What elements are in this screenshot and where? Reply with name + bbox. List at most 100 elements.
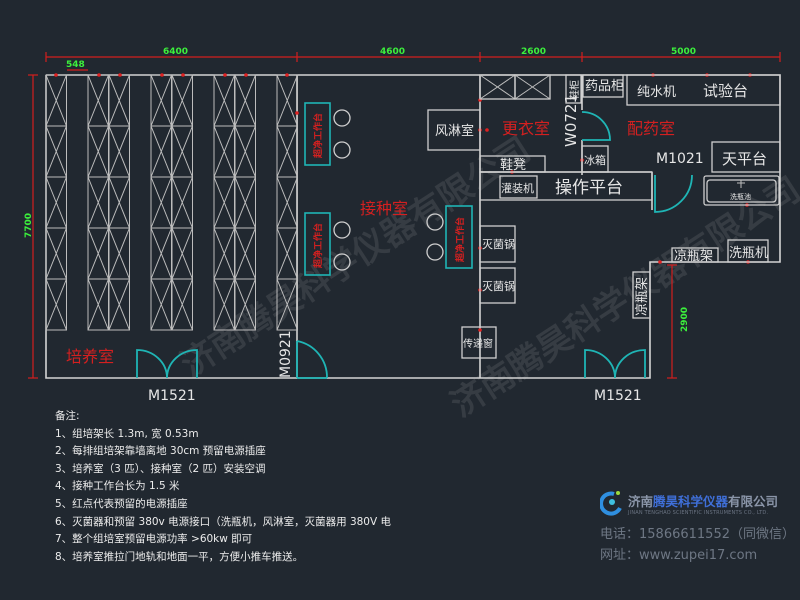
shelf-cell <box>276 227 298 280</box>
shelf-cell <box>234 74 256 127</box>
shelf-cell <box>171 74 193 127</box>
door-label-inoculation: M0921 <box>278 330 294 378</box>
note-item: 4、接种工作台长为 1.5 米 <box>55 480 180 493</box>
shelf-cell <box>213 74 235 127</box>
locker-boxes <box>479 74 551 100</box>
contact-info: 电话：15866611552（同微信） 网址：www.zupei17.com <box>600 524 795 566</box>
shelf-cell <box>87 125 109 178</box>
shelf-cell <box>108 176 130 229</box>
shelf-cell <box>276 125 298 178</box>
fridge: 冰箱 <box>584 153 606 167</box>
power-socket-dot <box>97 73 101 77</box>
air-shower: 风淋室 <box>435 123 474 139</box>
shelf-cell <box>234 125 256 178</box>
shelf-cell <box>213 176 235 229</box>
notes-title: 备注: <box>55 410 80 422</box>
clean-bench-1: 超净工作台 <box>304 102 351 166</box>
shelf-cell <box>171 227 193 280</box>
dimension-lines <box>28 52 781 379</box>
company-name-prefix: 济南 <box>628 494 654 509</box>
shelf-cell <box>234 278 256 331</box>
door-label-changing: W0721 <box>562 94 580 147</box>
power-socket-dot <box>160 73 164 77</box>
shelf-cell <box>213 227 235 280</box>
shelf-cell <box>150 176 172 229</box>
power-socket-dot <box>244 73 248 77</box>
dim-changing-width: 2600 <box>521 47 546 57</box>
power-socket-dot <box>658 260 662 264</box>
culture-shelves <box>45 74 298 331</box>
sterilizer-1: 灭菌锅 <box>482 238 515 251</box>
clean-bench-3: 超净工作台 <box>426 205 473 269</box>
power-socket-dot <box>285 73 289 77</box>
door-culture[interactable] <box>136 349 198 379</box>
shelf-cell <box>87 278 109 331</box>
note-item: 2、每排组培架靠墙离地 30cm 预留电源插座 <box>55 445 266 458</box>
shelf-cell <box>45 278 67 331</box>
shelf-cell <box>45 176 67 229</box>
power-socket-dot <box>295 111 299 115</box>
power-socket-dot <box>478 328 482 332</box>
shelf-cell <box>45 227 67 280</box>
wash-sink: 洗瓶池 <box>730 192 751 201</box>
dim-height: 7700 <box>24 213 34 238</box>
shelf-cell <box>108 227 130 280</box>
room-changing: 更衣室 <box>502 119 550 138</box>
room-inoculation: 接种室 <box>360 199 408 218</box>
doors <box>136 111 693 379</box>
company-name-suffix: 有限公司 <box>728 494 779 509</box>
room-culture: 培养室 <box>66 347 114 366</box>
svg-text:超净工作台: 超净工作台 <box>312 223 324 269</box>
shelf-cell <box>87 176 109 229</box>
shelf-cell <box>108 125 130 178</box>
svg-text:超净工作台: 超净工作台 <box>312 113 324 159</box>
shelf-cell <box>87 74 109 127</box>
door-inoculation[interactable] <box>296 340 328 379</box>
phone: 电话：15866611552（同微信） <box>600 527 795 542</box>
shelf-cell <box>150 278 172 331</box>
door-wash[interactable] <box>584 349 646 379</box>
balance-table: 天平台 <box>722 150 767 168</box>
shelf-cell <box>45 74 67 127</box>
power-socket-dot <box>223 73 227 77</box>
shelf-cell <box>213 125 235 178</box>
bottle-washer: 洗瓶机 <box>729 246 768 261</box>
shelf-cell <box>171 278 193 331</box>
dim-right-height: 2900 <box>680 307 690 332</box>
shoe-bench: 鞋凳 <box>500 157 526 173</box>
room-dispensing: 配药室 <box>627 119 675 138</box>
svg-text:超净工作台: 超净工作台 <box>454 217 466 263</box>
power-socket-dot <box>118 73 122 77</box>
door-changing[interactable] <box>581 111 611 141</box>
door-dispensing[interactable] <box>654 174 693 213</box>
faucet-icon <box>737 180 745 188</box>
operation-platform: 操作平台 <box>555 178 623 198</box>
dim-inoculation-width: 4600 <box>380 47 405 57</box>
website[interactable]: 网址：www.zupei17.com <box>600 548 758 563</box>
note-item: 6、灭菌器和预留 380v 电源接口（洗瓶机，风淋室，灭菌器用 380V 电 <box>55 515 392 528</box>
shelf-cell <box>108 278 130 331</box>
dim-culture-width: 6400 <box>163 47 188 57</box>
cooling-rack: 凉瓶架 <box>674 249 713 264</box>
shelf-cell <box>276 176 298 229</box>
shelf-cell <box>276 278 298 331</box>
company-name-en: JINAN TENGHAO SCIENTIFIC INSTRUMENTS CO.… <box>628 510 769 516</box>
shelf-cell <box>45 125 67 178</box>
door-label-dispensing: M1021 <box>656 151 704 167</box>
power-socket-dot <box>181 73 185 77</box>
shelf-cell <box>276 74 298 127</box>
shelf-cell <box>213 278 235 331</box>
dim-dispensing-width: 5000 <box>671 47 696 57</box>
door-label-culture: M1521 <box>148 388 196 404</box>
logo-icon <box>600 491 622 516</box>
note-item: 3、培养室（3 匹）、接种室（2 匹）安装空调 <box>55 462 266 475</box>
shelf-cell <box>150 227 172 280</box>
note-item: 8、培养室推拉门地轨和地面一平，方便小推车推送。 <box>55 550 304 563</box>
shelf-cell <box>150 74 172 127</box>
sterilizer-2: 灭菌锅 <box>482 280 515 293</box>
pass-window: 传递窗 <box>463 337 493 350</box>
shelf-cell <box>234 176 256 229</box>
power-socket-dot <box>485 128 489 132</box>
medicine-cabinet: 药品柜 <box>585 79 624 94</box>
shelf-cell <box>171 125 193 178</box>
